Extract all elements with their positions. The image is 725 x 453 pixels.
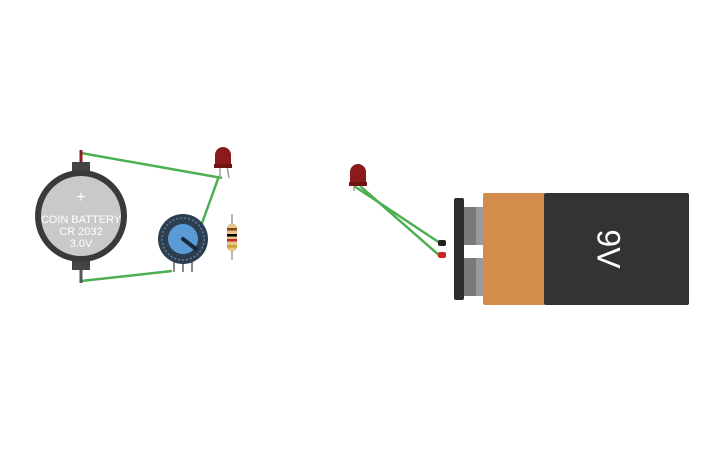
coin-battery[interactable]: + COIN BATTERY CR 2032 3.0V [35, 150, 127, 283]
battery-9v-connector [454, 198, 464, 300]
wire-coin-top-to-led[interactable] [80, 151, 223, 180]
coin-battery-model: CR 2032 [59, 226, 102, 238]
led-1[interactable] [214, 147, 232, 179]
battery-9v-positive-terminal-cable [438, 252, 446, 258]
wire-coin-bottom-to-pot[interactable] [80, 269, 173, 283]
coin-battery-voltage: 3.0V [70, 238, 93, 250]
wire-led2-to-9v-positive[interactable] [359, 185, 441, 257]
battery-9v[interactable]: 9V [438, 193, 689, 305]
coin-battery-face [41, 176, 121, 256]
coin-battery-label: COIN BATTERY [41, 214, 122, 226]
battery-9v-body [544, 193, 689, 305]
resistor-band-3 [227, 239, 237, 242]
led-1-body [215, 147, 231, 168]
battery-9v-cap [483, 193, 545, 305]
battery-9v-label: 9V [591, 229, 627, 269]
wires [80, 151, 441, 283]
led-2-body [350, 164, 366, 186]
resistor-band-2 [227, 234, 237, 237]
resistor[interactable] [227, 214, 237, 260]
led-2[interactable] [349, 164, 367, 192]
plus-icon: + [76, 189, 85, 206]
wire-led2-to-9v-negative[interactable] [353, 184, 441, 245]
potentiometer[interactable] [158, 214, 208, 272]
resistor-band-4 [227, 245, 237, 248]
potentiometer-pointer [181, 237, 198, 251]
resistor-body [227, 224, 237, 251]
resistor-band-1 [227, 228, 237, 231]
battery-9v-negative-terminal-cable [438, 240, 446, 246]
